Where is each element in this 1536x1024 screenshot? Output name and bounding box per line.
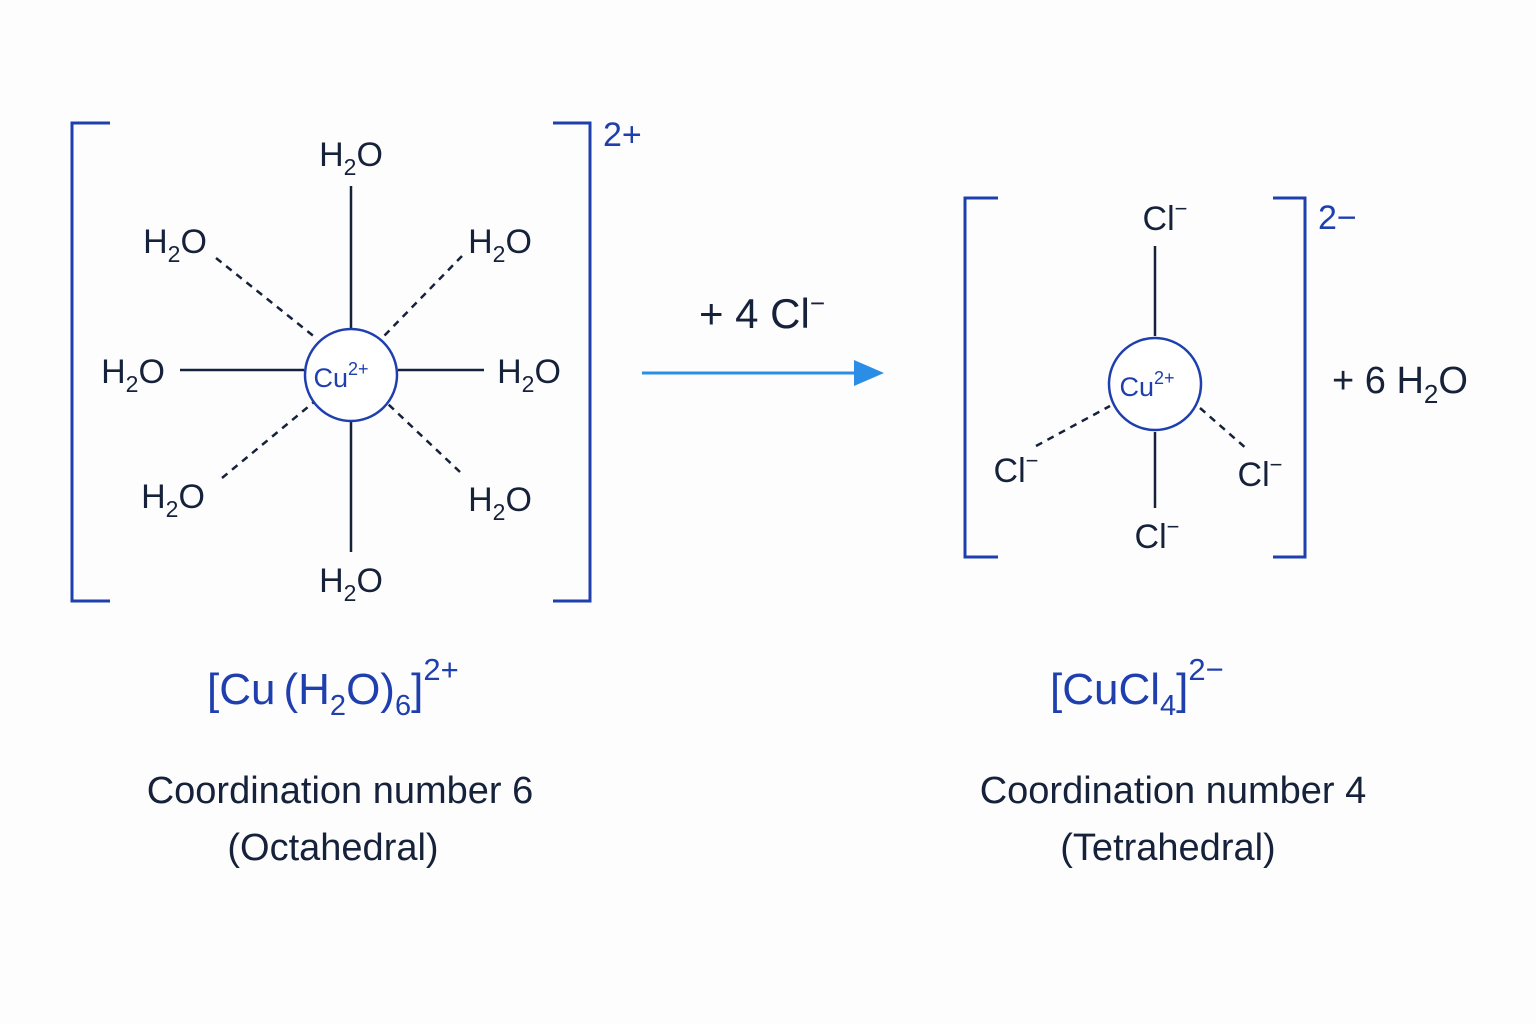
ligand-cl-left: Cl− bbox=[994, 448, 1039, 490]
ligand-cl-top: Cl− bbox=[1143, 196, 1188, 238]
ligand-h2o-upper-left: H2O bbox=[143, 223, 207, 267]
cu-label-right: Cu2+ bbox=[1119, 368, 1174, 402]
ligand-h2o-right: H2O bbox=[497, 353, 561, 397]
ligand-h2o-bottom: H2O bbox=[319, 562, 383, 606]
dash-bond-lower-left bbox=[221, 401, 315, 479]
left-bracket-close bbox=[553, 121, 592, 603]
product-water: + 6 H2O bbox=[1332, 360, 1468, 409]
octahedral-complex-charge: 2+ bbox=[603, 116, 642, 154]
dash-bond-lower-right bbox=[387, 403, 461, 473]
reaction-arrow-head bbox=[854, 360, 884, 386]
cu-center-right bbox=[1107, 336, 1203, 432]
ligand-h2o-lower-left: H2O bbox=[141, 478, 205, 522]
dash-bond-upper-left bbox=[215, 257, 317, 339]
ligand-h2o-lower-right: H2O bbox=[468, 481, 532, 525]
octahedral-caption-line1: Coordination number 6 bbox=[147, 770, 534, 812]
right-bracket-open bbox=[963, 196, 998, 559]
tetrahedral-complex: 2− Cu2+ Cl− Cl− Cl− Cl− bbox=[963, 196, 1357, 559]
dash-bond-cl-left bbox=[1035, 404, 1111, 448]
ligand-h2o-left: H2O bbox=[101, 353, 165, 397]
left-bracket-open bbox=[70, 121, 110, 603]
octahedral-formula: [Cu(H2O)6]2+ bbox=[207, 652, 459, 722]
ligand-h2o-top: H2O bbox=[319, 136, 383, 180]
ligand-cl-bottom: Cl− bbox=[1135, 514, 1180, 556]
dash-bond-upper-right bbox=[383, 255, 463, 337]
ligand-cl-right: Cl− bbox=[1238, 452, 1283, 494]
octahedral-caption-line2: (Octahedral) bbox=[227, 827, 438, 869]
tetrahedral-caption-line2: (Tetrahedral) bbox=[1060, 827, 1275, 869]
tetrahedral-formula: [CuCl4]2− bbox=[1050, 652, 1224, 722]
cu-center-left bbox=[303, 327, 399, 423]
reaction-arrow-group: + 4 Cl− bbox=[642, 288, 884, 386]
tetrahedral-complex-charge: 2− bbox=[1318, 199, 1357, 237]
dash-bond-cl-right bbox=[1199, 407, 1249, 451]
cu-label-left: Cu2+ bbox=[313, 359, 368, 393]
ligand-h2o-upper-right: H2O bbox=[468, 223, 532, 267]
reagent-label: + 4 Cl− bbox=[699, 288, 825, 337]
tetrahedral-caption-line1: Coordination number 4 bbox=[980, 770, 1367, 812]
octahedral-complex: 2+ Cu2+ H2O H2O H2O H2O H2O H2O H2O H2O bbox=[70, 116, 642, 606]
right-bracket-close bbox=[1273, 196, 1307, 559]
